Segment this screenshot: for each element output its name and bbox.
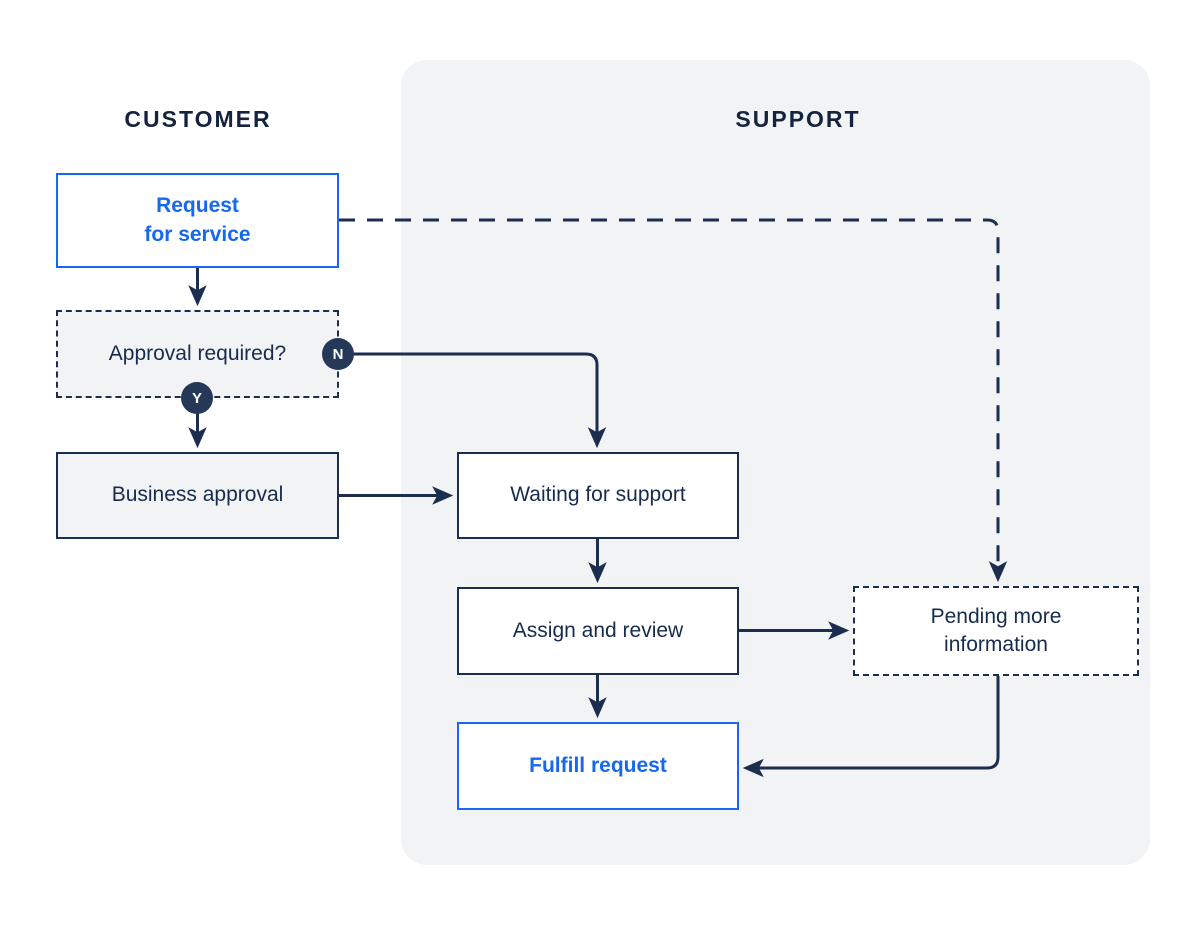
node-business-approval[interactable]: Business approval — [56, 452, 339, 539]
node-pending-line2: information — [944, 633, 1048, 656]
node-waiting-for-support[interactable]: Waiting for support — [457, 452, 739, 539]
node-request-line2: for service — [144, 222, 251, 246]
node-fulfill-request[interactable]: Fulfill request — [457, 722, 739, 810]
node-pending-label: Pending more information — [931, 603, 1062, 660]
decision-badge-yes: Y — [181, 382, 213, 414]
node-request-for-service[interactable]: Request for service — [56, 173, 339, 268]
lane-title-customer: CUSTOMER — [124, 106, 272, 132]
node-approval-label: Approval required? — [108, 341, 287, 365]
node-assign-label: Assign and review — [512, 618, 684, 642]
node-business-label: Business approval — [111, 483, 284, 507]
lane-title-support: SUPPORT — [735, 106, 861, 132]
node-waiting-label: Waiting for support — [510, 483, 686, 507]
node-request-line1: Request — [156, 194, 239, 218]
node-fulfill-label: Fulfill request — [529, 753, 667, 777]
node-pending-line1: Pending more — [930, 604, 1062, 628]
node-assign-and-review[interactable]: Assign and review — [457, 587, 739, 675]
node-request-label: Request for service — [144, 192, 250, 249]
node-pending-more-information[interactable]: Pending more information — [853, 586, 1139, 676]
decision-badge-no: N — [322, 338, 354, 370]
